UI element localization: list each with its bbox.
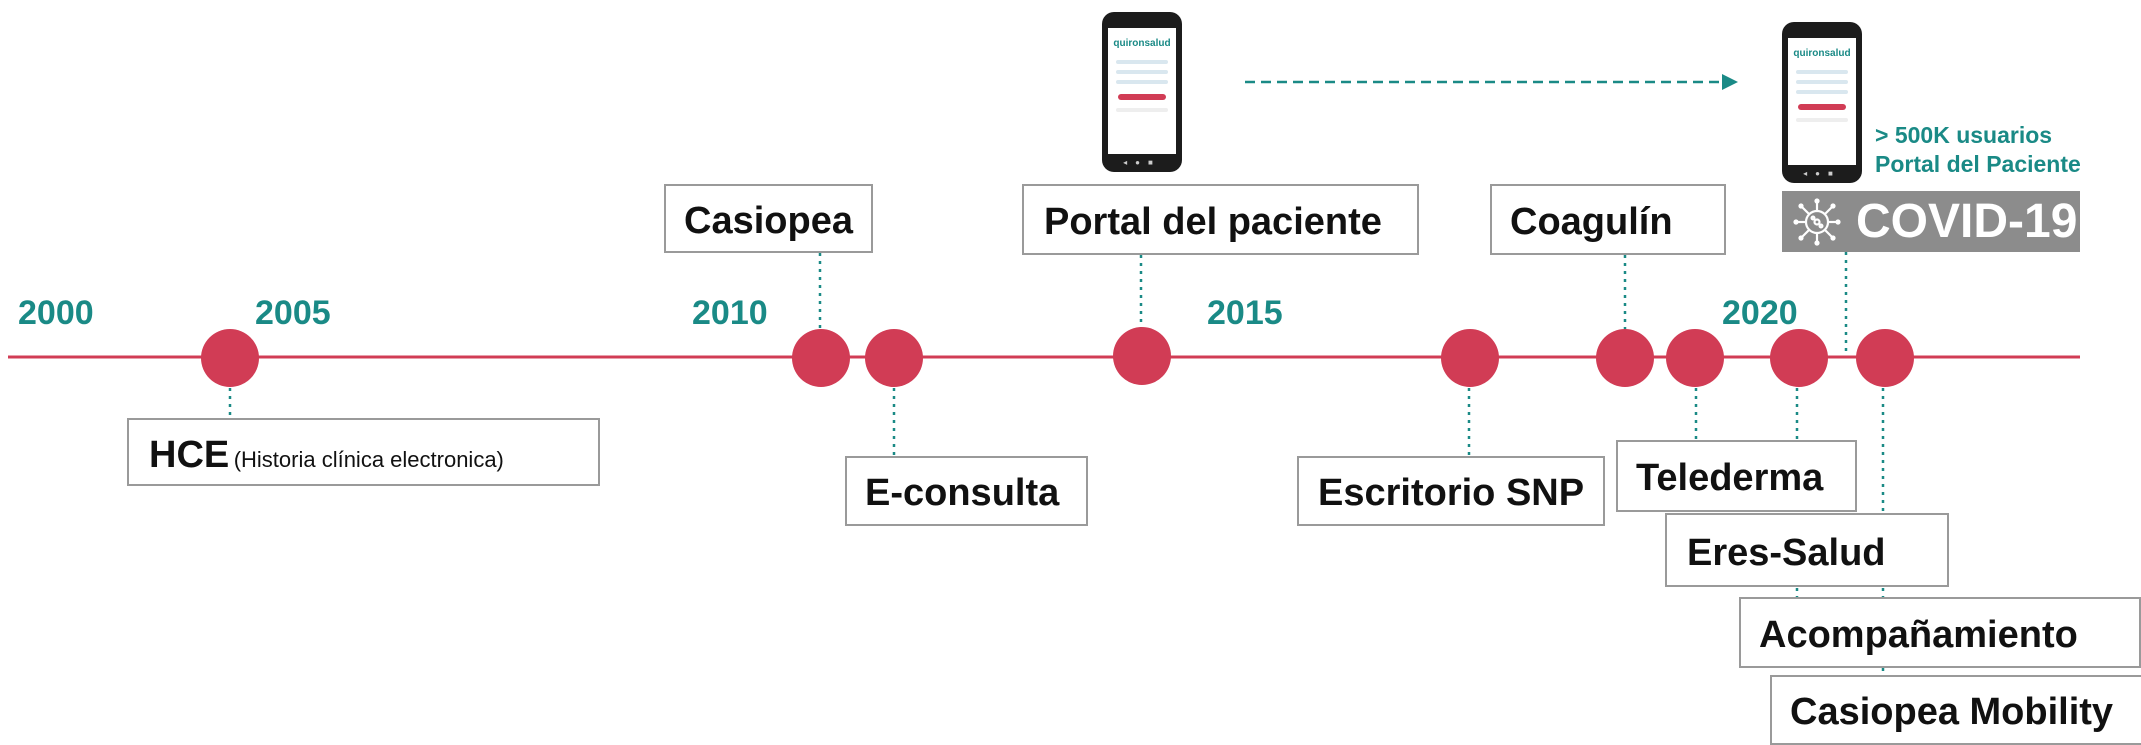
event-dot-acompanamiento — [1856, 329, 1914, 387]
phone-login-button — [1798, 104, 1846, 110]
event-dot-coagulin — [1596, 329, 1654, 387]
event-label-eres-salud: Eres-Salud — [1687, 532, 1886, 574]
phone-nav-icons: ◂●■ — [1803, 169, 1841, 178]
phone-field — [1796, 118, 1848, 122]
virus-icon — [1792, 197, 1842, 247]
growth-arrow-head — [1722, 74, 1738, 90]
event-box-coagulin: Coagulín — [1490, 184, 1726, 255]
users-note: > 500K usuarios Portal del Paciente — [1875, 121, 2081, 179]
phone-field — [1796, 80, 1848, 84]
phone-field — [1116, 70, 1168, 74]
event-label-coagulin: Coagulín — [1510, 201, 1673, 243]
phone-field — [1796, 90, 1848, 94]
event-label-escritorio: Escritorio SNP — [1318, 472, 1585, 514]
phone-field — [1116, 80, 1168, 84]
phone-field — [1116, 60, 1168, 64]
year-label-2010: 2010 — [692, 294, 768, 332]
event-label-hce: HCE — [149, 434, 230, 476]
event-dot-telederma — [1666, 329, 1724, 387]
event-box-casiopea-mobility: Casiopea Mobility — [1770, 675, 2141, 745]
year-label-2020: 2020 — [1722, 294, 1798, 332]
users-note-line1: > 500K usuarios — [1875, 122, 2053, 148]
phone-brand-label: quironsalud — [1793, 48, 1851, 59]
phone-brand-label: quironsalud — [1113, 38, 1171, 49]
event-label-portal: Portal del paciente — [1044, 201, 1382, 243]
event-label-e-consulta: E-consulta — [865, 472, 1060, 514]
event-label-casiopea: Casiopea — [684, 200, 853, 242]
year-label-2000: 2000 — [18, 294, 94, 332]
event-label-acompanamiento: Acompañamiento — [1759, 614, 2078, 656]
event-dot-escritorio — [1441, 329, 1499, 387]
event-dot-casiopea — [792, 329, 850, 387]
phone-field — [1796, 70, 1848, 74]
event-box-escritorio: Escritorio SNP — [1297, 456, 1605, 526]
phone-screen: quironsalud — [1788, 38, 1856, 165]
event-box-hce: HCE (Historia clínica electronica) — [127, 418, 600, 486]
phone-login-button — [1118, 94, 1166, 100]
event-dot-eres-salud — [1770, 329, 1828, 387]
event-sublabel-hce: (Historia clínica electronica) — [233, 447, 504, 472]
event-box-eres-salud: Eres-Salud — [1665, 513, 1949, 587]
event-box-telederma: Telederma — [1616, 440, 1857, 512]
covid-badge: COVID-19 — [1782, 191, 2080, 252]
phone-nav-icons: ◂●■ — [1123, 158, 1161, 167]
event-box-portal: Portal del paciente — [1022, 184, 1419, 255]
covid-label: COVID-19 — [1856, 194, 2078, 248]
event-box-acompanamiento: Acompañamiento — [1739, 597, 2141, 668]
event-dot-e-consulta — [865, 329, 923, 387]
phone-field — [1116, 108, 1168, 112]
users-note-line2: Portal del Paciente — [1875, 150, 2081, 177]
phone-screen: quironsalud — [1108, 28, 1176, 154]
event-dot-portal — [1113, 327, 1171, 385]
phone-mockup-portal: quironsalud ◂●■ — [1102, 12, 1182, 172]
year-label-2015: 2015 — [1207, 294, 1283, 332]
year-label-2005: 2005 — [255, 294, 331, 332]
event-label-casiopea-mobility: Casiopea Mobility — [1790, 691, 2114, 733]
event-label-telederma: Telederma — [1636, 457, 1824, 499]
event-dot-hce — [201, 329, 259, 387]
phone-mockup-covid: quironsalud ◂●■ — [1782, 22, 1862, 183]
event-box-e-consulta: E-consulta — [845, 456, 1088, 526]
event-box-casiopea: Casiopea — [664, 184, 873, 253]
